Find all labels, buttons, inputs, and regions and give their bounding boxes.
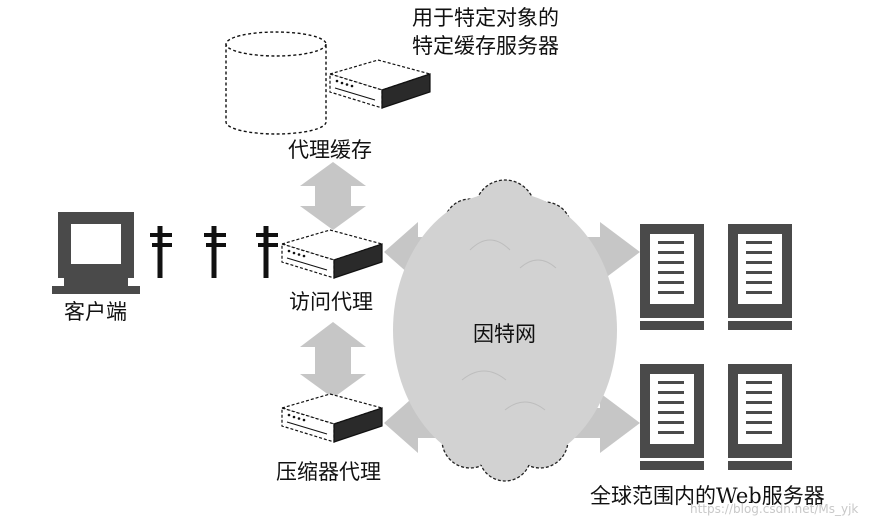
server-rack-icon (728, 224, 792, 330)
network-tap-icon (204, 226, 226, 278)
proxy-box-icon (281, 229, 383, 279)
arrow-access-proxy-compression-proxy (300, 322, 366, 398)
network-tap-icon (256, 226, 278, 278)
computer-icon (52, 212, 140, 294)
specific-cache-label-line1: 用于特定对象的 (412, 6, 559, 30)
server-rack-icon (728, 364, 792, 470)
proxy-cache-label: 代理缓存 (288, 138, 372, 162)
server-rack-icon (640, 224, 704, 330)
network-tap-icon (150, 226, 172, 278)
watermark: https://blog.csdn.net/Ms_yjk (690, 502, 859, 516)
specific-cache-label-line2: 特定缓存服务器 (412, 34, 559, 58)
database-icon (225, 31, 327, 135)
proxy-box-icon (281, 393, 383, 443)
arrow-proxy-cache-access-proxy (300, 162, 366, 230)
web-servers-label: 全球范围内的Web服务器 (590, 484, 825, 508)
access-proxy-label: 访问代理 (289, 290, 373, 314)
client-label: 客户端 (64, 300, 127, 324)
proxy-box-icon (329, 59, 431, 109)
cloud-icon (393, 179, 617, 482)
compression-proxy-label: 压缩器代理 (276, 460, 381, 484)
internet-label: 因特网 (473, 322, 536, 346)
server-rack-icon (640, 364, 704, 470)
